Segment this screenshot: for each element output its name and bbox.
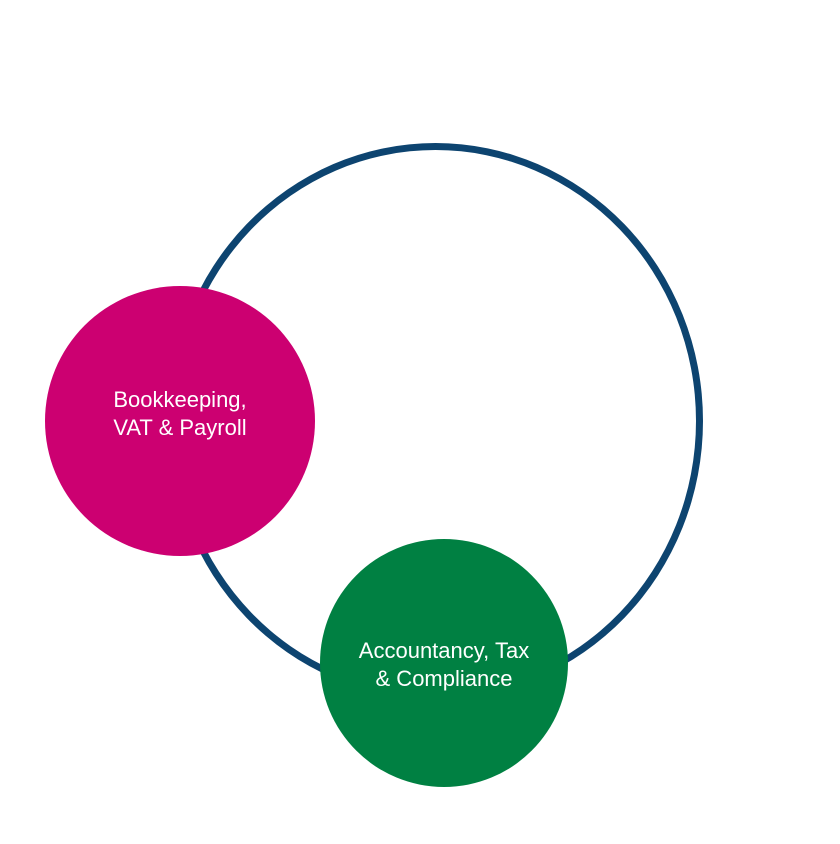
bookkeeping-vat-payroll-bubble: Bookkeeping, VAT & Payroll (45, 286, 315, 556)
accountancy-tax-compliance-bubble: Accountancy, Tax & Compliance (320, 539, 568, 787)
accountancy-tax-compliance-label: Accountancy, Tax & Compliance (358, 637, 530, 691)
bookkeeping-vat-payroll-label: Bookkeeping, VAT & Payroll (113, 387, 247, 440)
